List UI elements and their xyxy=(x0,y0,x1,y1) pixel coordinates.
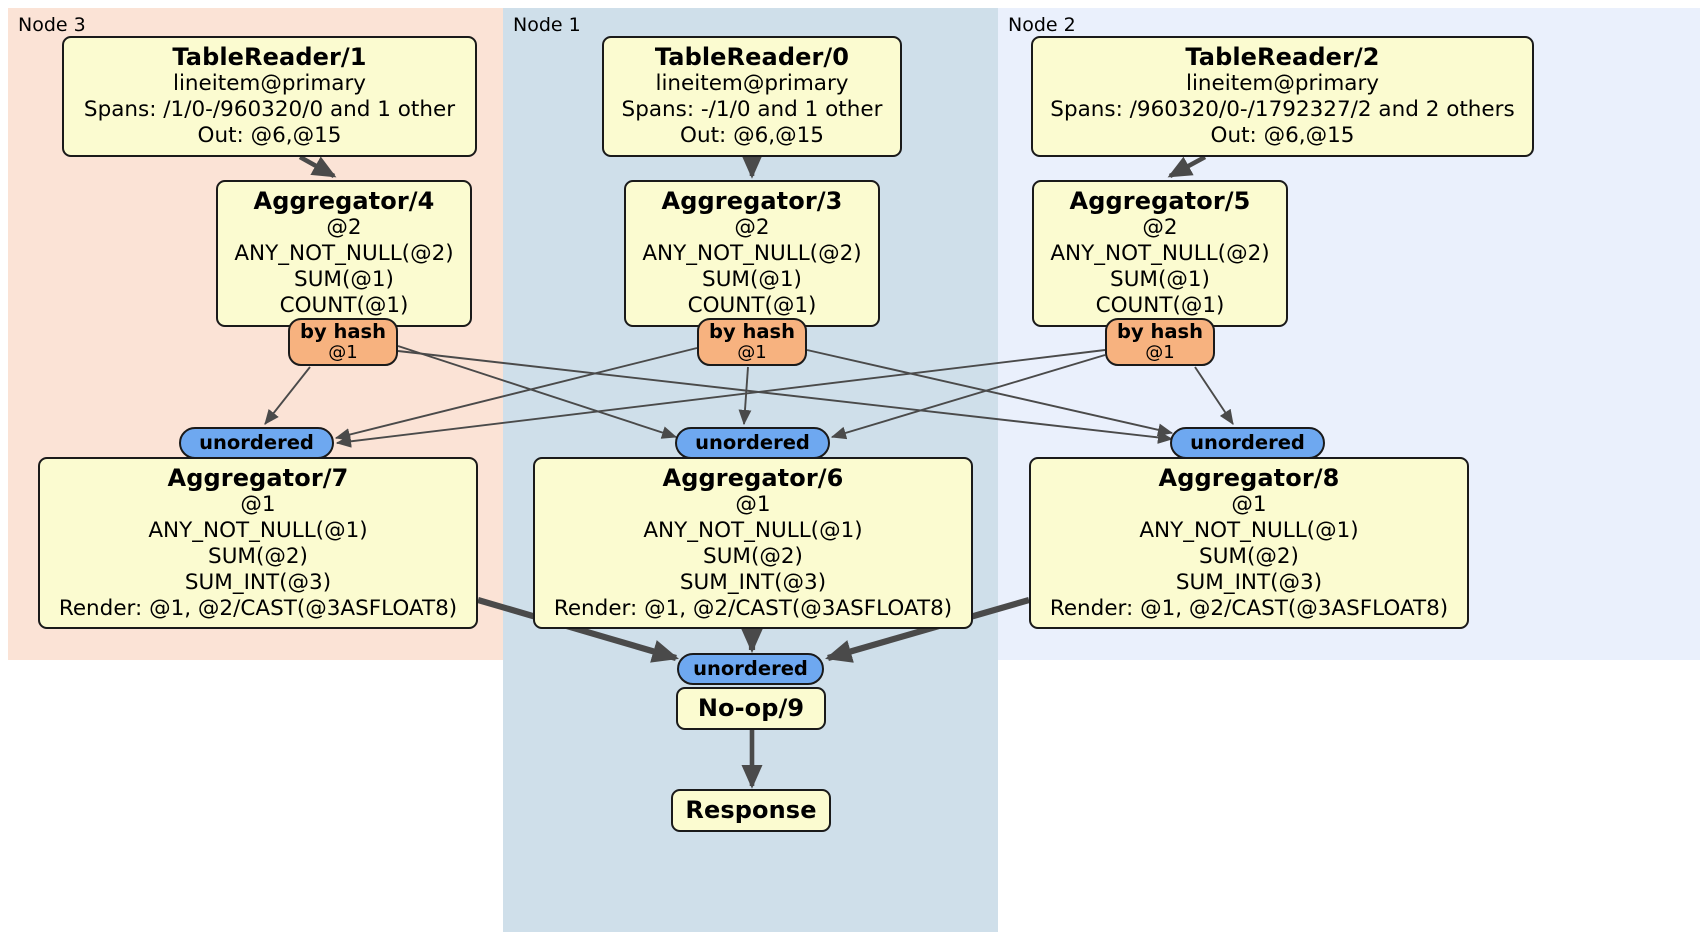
processor-title: TableReader/2 xyxy=(1185,43,1380,71)
processor-detail-line: Spans: /1/0-/960320/0 and 1 other xyxy=(83,97,456,123)
processor-detail-line: ANY_NOT_NULL(@1) xyxy=(1139,518,1359,544)
processor-detail-line: SUM_INT(@3) xyxy=(1175,569,1323,595)
processor-noop9[interactable]: No-op/9 xyxy=(676,687,826,731)
router-label: by hash xyxy=(300,320,386,343)
router-unord6[interactable]: unordered xyxy=(675,427,830,459)
node-panel-label: Node 1 xyxy=(513,14,581,36)
router-unordfinal[interactable]: unordered xyxy=(677,653,824,685)
processor-title: Aggregator/3 xyxy=(661,187,843,215)
router-unord8[interactable]: unordered xyxy=(1170,427,1325,459)
processor-title: No-op/9 xyxy=(697,694,805,722)
node-panel-label: Node 2 xyxy=(1008,14,1076,36)
router-sublabel: @1 xyxy=(737,341,767,363)
processor-detail-line: SUM_INT(@3) xyxy=(679,569,827,595)
processor-detail-line: ANY_NOT_NULL(@2) xyxy=(234,241,454,267)
router-sublabel: @1 xyxy=(328,341,358,363)
router-label: unordered xyxy=(693,657,808,681)
router-label: by hash xyxy=(1117,320,1203,343)
node-panel-label: Node 3 xyxy=(18,14,86,36)
router-label: unordered xyxy=(695,431,810,455)
processor-detail-line: SUM(@1) xyxy=(294,266,394,292)
processor-detail-line: ANY_NOT_NULL(@1) xyxy=(148,518,368,544)
processor-response[interactable]: Response xyxy=(671,789,831,833)
processor-detail-line: COUNT(@1) xyxy=(687,292,817,318)
router-hash3[interactable]: by hash@1 xyxy=(697,318,807,366)
processor-detail-line: lineitem@primary xyxy=(172,71,367,97)
processor-detail-line: @2 xyxy=(326,215,362,241)
processor-title: Aggregator/6 xyxy=(662,464,844,492)
processor-detail-line: lineitem@primary xyxy=(655,71,849,97)
processor-detail-line: SUM(@1) xyxy=(702,266,802,292)
router-label: unordered xyxy=(1190,431,1305,455)
processor-title: TableReader/0 xyxy=(654,43,850,71)
processor-detail-line: SUM(@2) xyxy=(208,543,308,569)
processor-title: Aggregator/8 xyxy=(1158,464,1340,492)
processor-detail-line: @1 xyxy=(240,492,276,518)
processor-detail-line: SUM(@2) xyxy=(703,543,803,569)
router-unord7[interactable]: unordered xyxy=(179,427,334,459)
processor-detail-line: lineitem@primary xyxy=(1185,71,1380,97)
processor-detail-line: Out: @6,@15 xyxy=(1210,122,1355,148)
processor-detail-line: COUNT(@1) xyxy=(279,292,409,318)
processor-detail-line: Spans: /960320/0-/1792327/2 and 2 others xyxy=(1050,97,1515,123)
processor-title: Aggregator/7 xyxy=(167,464,349,492)
processor-title: Aggregator/5 xyxy=(1069,187,1251,215)
processor-detail-line: ANY_NOT_NULL(@2) xyxy=(642,241,862,267)
processor-detail-line: ANY_NOT_NULL(@2) xyxy=(1050,241,1270,267)
router-hash5[interactable]: by hash@1 xyxy=(1105,318,1215,366)
router-label: by hash xyxy=(709,320,795,343)
processor-detail-line: SUM_INT(@3) xyxy=(184,569,332,595)
processor-detail-line: Spans: -/1/0 and 1 other xyxy=(621,97,883,123)
processor-title: Aggregator/4 xyxy=(253,187,435,215)
router-sublabel: @1 xyxy=(1145,341,1175,363)
processor-detail-line: @1 xyxy=(735,492,771,518)
processor-detail-line: Render: @1, @2/CAST(@3ASFLOAT8) xyxy=(58,595,458,621)
processor-detail-line: @2 xyxy=(1142,215,1178,241)
processor-detail-line: Render: @1, @2/CAST(@3ASFLOAT8) xyxy=(1049,595,1449,621)
router-hash4[interactable]: by hash@1 xyxy=(288,318,398,366)
processor-detail-line: Render: @1, @2/CAST(@3ASFLOAT8) xyxy=(553,595,953,621)
processor-detail-line: COUNT(@1) xyxy=(1095,292,1225,318)
processor-detail-line: @2 xyxy=(734,215,770,241)
processor-title: TableReader/1 xyxy=(172,43,367,71)
processor-detail-line: ANY_NOT_NULL(@1) xyxy=(643,518,863,544)
processor-title: Response xyxy=(685,796,817,824)
processor-detail-line: Out: @6,@15 xyxy=(680,122,824,148)
processor-detail-line: Out: @6,@15 xyxy=(197,122,342,148)
processor-detail-line: @1 xyxy=(1231,492,1267,518)
processor-detail-line: SUM(@1) xyxy=(1110,266,1210,292)
router-label: unordered xyxy=(199,431,314,455)
processor-detail-line: SUM(@2) xyxy=(1199,543,1299,569)
